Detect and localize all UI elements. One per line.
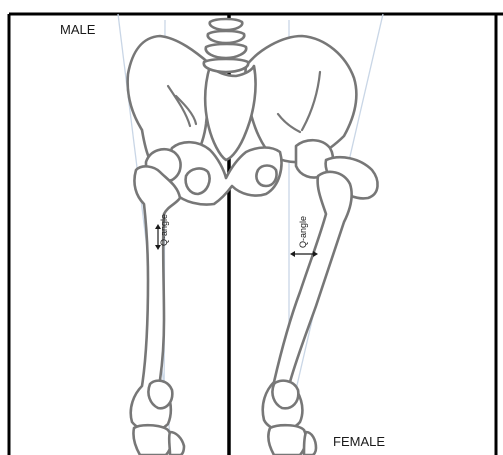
left-obturator-foramen bbox=[186, 169, 210, 194]
female-label: FEMALE bbox=[333, 434, 385, 449]
lumbar-vertebra-2 bbox=[208, 31, 245, 43]
male-femur bbox=[131, 149, 184, 455]
lumbar-vertebra-3 bbox=[206, 44, 246, 58]
male-label: MALE bbox=[60, 22, 96, 37]
female-patella bbox=[272, 381, 298, 409]
lumbar-vertebra-4 bbox=[204, 59, 248, 72]
male-tibia bbox=[133, 425, 171, 455]
female-q-angle-label: Q-angle bbox=[298, 216, 308, 248]
lumbar-vertebra bbox=[210, 19, 243, 30]
male-fibula bbox=[169, 432, 184, 455]
female-femur bbox=[263, 140, 378, 455]
male-q-angle-label: Q-angle bbox=[159, 214, 169, 246]
female-fibula bbox=[304, 432, 316, 455]
female-tibia bbox=[268, 425, 306, 455]
male-patella bbox=[148, 381, 172, 409]
right-obturator-foramen bbox=[256, 166, 276, 187]
sacrum bbox=[205, 66, 255, 160]
female-q-angle-arrow bbox=[290, 251, 318, 257]
